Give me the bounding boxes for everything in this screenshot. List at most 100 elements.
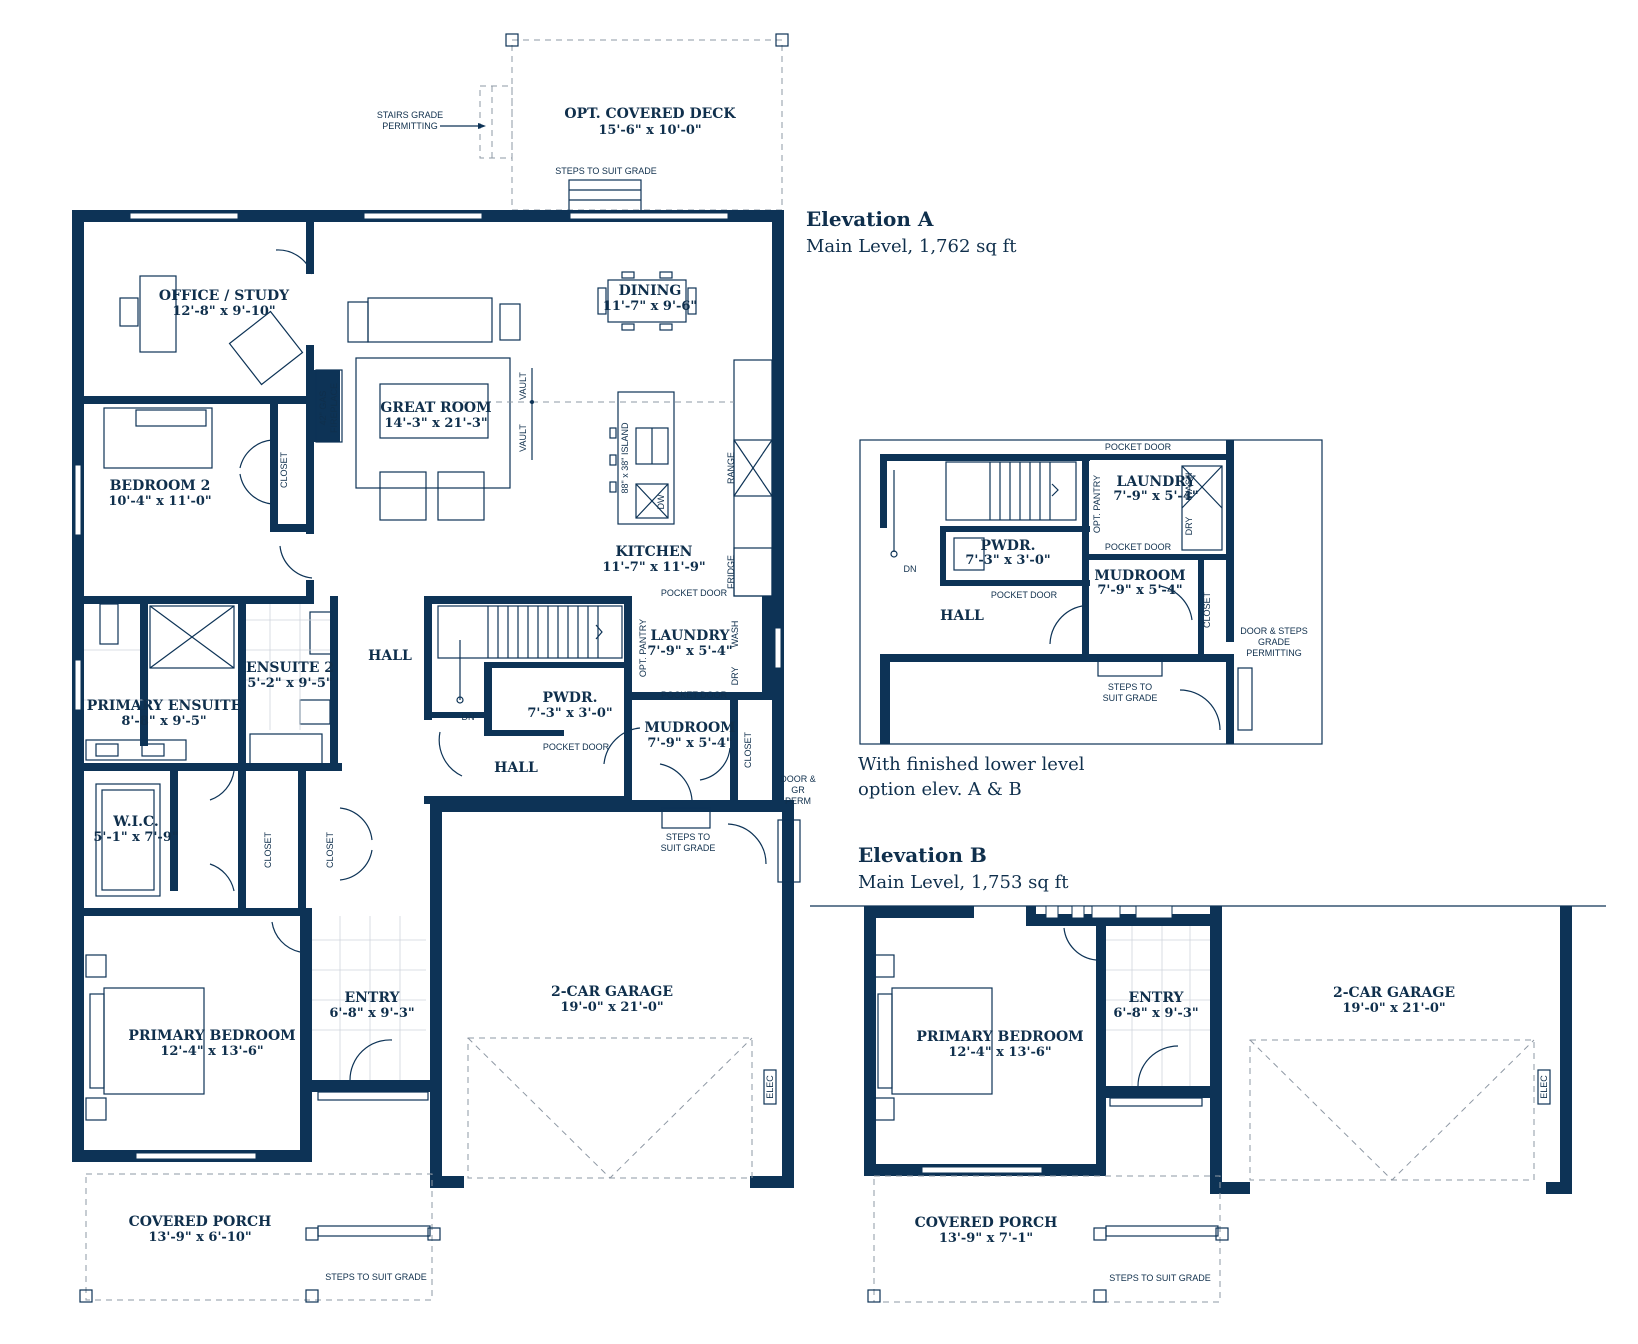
bedroom-2-bed	[103, 407, 213, 469]
room-name-office: OFFICE / STUDY	[159, 288, 290, 304]
note-steps-suit-grade-deck: STEPS TO SUIT GRADE	[555, 166, 657, 176]
deck-stairs-outline	[479, 85, 513, 159]
note-stairs-grade-1: STAIRS GRADE	[377, 110, 443, 120]
note-steps-to: STEPS TO	[666, 832, 710, 842]
note-suit-grade: SUIT GRADE	[661, 843, 716, 853]
elev-b-room-name-covered-porch: COVERED PORCH	[915, 1215, 1058, 1231]
elev-b-covered-porch-outline	[873, 1175, 1221, 1303]
elev-b-room-name-garage: 2-CAR GARAGE	[1333, 985, 1455, 1001]
note-pocket-door-3: POCKET DOOR	[543, 742, 610, 752]
room-name-primary-bedroom: PRIMARY BEDROOM	[128, 1028, 295, 1044]
room-name-opt-covered-deck: OPT. COVERED DECK	[564, 106, 736, 122]
lower-option-caption-2: option elev. A & B	[858, 779, 1022, 800]
room-name-wic: W.I.C.	[112, 814, 159, 830]
note-fridge: FRIDGE	[726, 555, 736, 589]
room-name-great-room: GREAT ROOM	[380, 400, 491, 416]
lower-room-name-pwdr: PWDR.	[981, 538, 1036, 554]
hall-label-1: HALL	[368, 648, 412, 664]
room-name-garage: 2-CAR GARAGE	[551, 984, 673, 1000]
lower-room-dims-mudroom: 7'-9" x 5'-4"	[1097, 583, 1182, 598]
room-dims-opt-covered-deck: 15'-6" x 10'-0"	[598, 123, 701, 138]
note-closet-mudroom: CLOSET	[743, 731, 753, 768]
lower-note-door-steps-2: GRADE	[1258, 637, 1290, 647]
elevation-a-title: Elevation A	[806, 207, 934, 231]
room-dims-primary-ensuite: 8'-8" x 9'-5"	[121, 714, 206, 729]
lower-note-wash: WASH	[1184, 473, 1194, 500]
room-dims-entry: 6'-8" x 9'-3"	[329, 1006, 414, 1021]
elevation-a-labels: OPT. COVERED DECK 15'-6" x 10'-0" OFFICE…	[87, 106, 816, 1282]
note-dw: DW	[656, 494, 666, 509]
room-dims-ensuite-2: 5'-2" x 9'-5"	[247, 676, 332, 691]
elevation-b-plan	[810, 905, 1606, 1303]
room-dims-garage: 19'-0" x 21'-0"	[560, 1000, 663, 1015]
room-name-laundry: LAUNDRY	[650, 628, 730, 644]
elev-b-room-dims-entry: 6'-8" x 9'-3"	[1113, 1006, 1198, 1021]
lower-note-door-steps-3: PERMITTING	[1246, 648, 1302, 658]
kitchen-island	[617, 391, 675, 525]
bathtub	[249, 733, 323, 765]
elev-b-room-dims-primary-bedroom: 12'-4" x 13'-6"	[948, 1045, 1051, 1060]
room-dims-dining: 11'-7" x 9'-6"	[603, 299, 697, 314]
garage-wall-west	[430, 800, 442, 1188]
tile-grid-entry	[312, 916, 426, 1080]
room-name-kitchen: KITCHEN	[616, 544, 693, 560]
note-stairs-grade-2: PERMITTING	[382, 121, 438, 131]
lower-note-dn: DN	[904, 564, 917, 574]
room-dims-pwdr: 7'-3" x 3'-0"	[527, 706, 612, 721]
shower	[149, 605, 235, 669]
note-door-steps-3: PERM	[785, 796, 811, 806]
note-island: 88" x 38" ISLAND	[620, 422, 630, 493]
lower-note-steps-to: STEPS TO	[1108, 682, 1152, 692]
lower-room-name-mudroom: MUDROOM	[1094, 568, 1185, 584]
office-desk	[139, 275, 177, 353]
room-dims-laundry: 7'-9" x 5'-4"	[647, 644, 732, 659]
note-dn: DN	[462, 712, 475, 722]
garage-door-outline	[467, 1037, 753, 1179]
elev-b-note-elec: ELEC	[1539, 1075, 1549, 1099]
room-dims-mudroom: 7'-9" x 5'-4"	[647, 736, 732, 751]
elev-b-note-steps-suit-grade: STEPS TO SUIT GRADE	[1109, 1273, 1211, 1283]
note-dry: DRY	[730, 667, 740, 686]
sofa	[367, 297, 493, 343]
room-name-pwdr: PWDR.	[543, 690, 598, 706]
room-dims-primary-bedroom: 12'-4" x 13'-6"	[160, 1044, 263, 1059]
note-pocket-door-2: POCKET DOOR	[661, 690, 728, 700]
room-dims-office: 12'-8" x 9'-10"	[172, 304, 275, 319]
note-closet-1: CLOSET	[263, 831, 273, 868]
dining-table	[607, 279, 687, 323]
note-wash: WASH	[730, 621, 740, 648]
stairs-main	[437, 605, 623, 704]
elev-b-room-dims-garage: 19'-0" x 21'-0"	[1342, 1001, 1445, 1016]
note-range: RANGE	[726, 452, 736, 484]
elevation-a-plan	[72, 33, 801, 1303]
room-dims-bedroom-2: 10'-4" x 11'-0"	[108, 494, 211, 509]
lower-level-option-labels: LAUNDRY 7'-9" x 5'-4" PWDR. 7'-3" x 3'-0…	[904, 442, 1308, 703]
tile-grid-ensuite	[84, 604, 330, 730]
elevation-b-labels: ENTRY 6'-8" x 9'-3" 2-CAR GARAGE 19'-0" …	[915, 985, 1549, 1283]
room-name-bedroom-2: BEDROOM 2	[110, 478, 211, 494]
lower-note-pocket-door-3: POCKET DOOR	[991, 590, 1058, 600]
lower-note-door-steps-1: DOOR & STEPS	[1240, 626, 1308, 636]
lower-room-name-laundry: LAUNDRY	[1116, 474, 1196, 490]
lower-option-frame	[859, 439, 1323, 745]
lower-note-pocket-door-1: POCKET DOOR	[1105, 442, 1172, 452]
wall-office-bed2	[72, 396, 312, 404]
lower-note-pocket-door-2: POCKET DOOR	[1105, 542, 1172, 552]
room-dims-great-room: 14'-3" x 21'-3"	[384, 416, 487, 431]
room-name-ensuite-2: ENSUITE 2	[246, 660, 334, 676]
lower-note-suit-grade: SUIT GRADE	[1103, 693, 1158, 703]
elevation-a-subtitle: Main Level, 1,762 sq ft	[806, 236, 1017, 257]
lower-room-dims-pwdr: 7'-3" x 3'-0"	[965, 553, 1050, 568]
coffee-table	[379, 383, 489, 439]
note-steps-suit-grade-porch: STEPS TO SUIT GRADE	[325, 1272, 427, 1282]
note-closet-2: CLOSET	[325, 831, 335, 868]
note-fireplace-1: 42" GAS	[318, 391, 328, 426]
note-fireplace-2: FIREPLACE	[329, 383, 339, 433]
lower-option-caption-1: With finished lower level	[858, 754, 1085, 775]
room-name-dining: DINING	[619, 283, 682, 299]
note-opt-pantry: OPT. PANTRY	[638, 619, 648, 677]
elev-b-room-name-entry: ENTRY	[1128, 990, 1184, 1006]
room-dims-covered-porch: 13'-9" x 6'-10"	[148, 1230, 251, 1245]
note-door-steps-2: GR	[791, 785, 805, 795]
note-pocket-door-1: POCKET DOOR	[661, 588, 728, 598]
